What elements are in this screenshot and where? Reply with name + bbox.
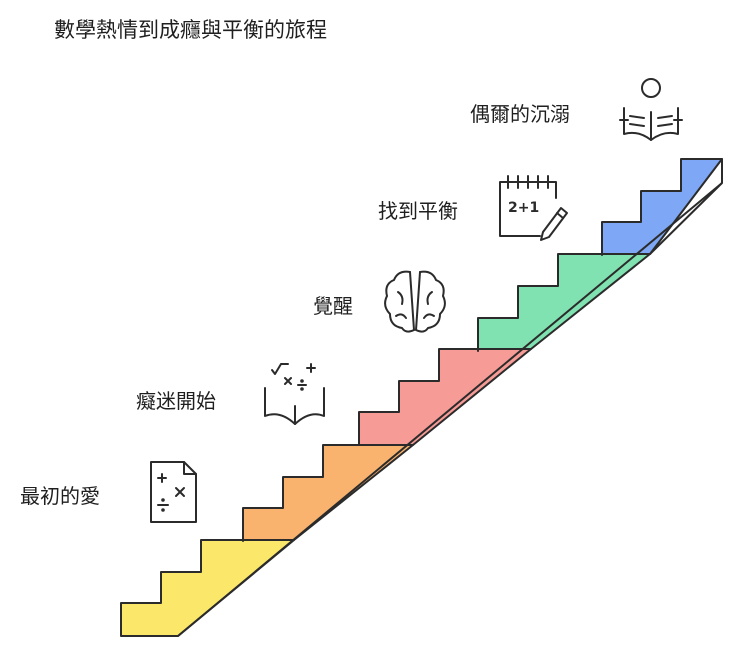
stair-bottom-edge bbox=[121, 182, 723, 637]
stair-segment-1 bbox=[120, 539, 295, 637]
step-label-2: 癡迷開始 bbox=[136, 389, 216, 413]
open-book-math-icon bbox=[264, 363, 325, 425]
stair-segments bbox=[120, 158, 723, 637]
person-reading-icon bbox=[619, 78, 683, 141]
stair-segment-5 bbox=[601, 158, 723, 256]
step-label-1: 最初的愛 bbox=[20, 484, 100, 508]
step-label-5: 偶爾的沉溺 bbox=[470, 102, 570, 126]
diagram-title: 數學熱情到成癮與平衡的旅程 bbox=[54, 18, 327, 42]
stair-segment-3 bbox=[358, 348, 532, 446]
brain-icon bbox=[384, 270, 446, 333]
math-symbols-sheet-icon bbox=[150, 461, 197, 523]
svg-text:2+1: 2+1 bbox=[508, 200, 539, 216]
stair-segment-4 bbox=[477, 253, 651, 352]
step-label-3: 覺醒 bbox=[313, 294, 353, 318]
stair-segment-2 bbox=[242, 444, 414, 542]
calendar-equation-icon: 2+1 bbox=[499, 175, 568, 241]
step-label-4: 找到平衡 bbox=[378, 199, 458, 223]
stair-top-edge bbox=[649, 158, 723, 255]
